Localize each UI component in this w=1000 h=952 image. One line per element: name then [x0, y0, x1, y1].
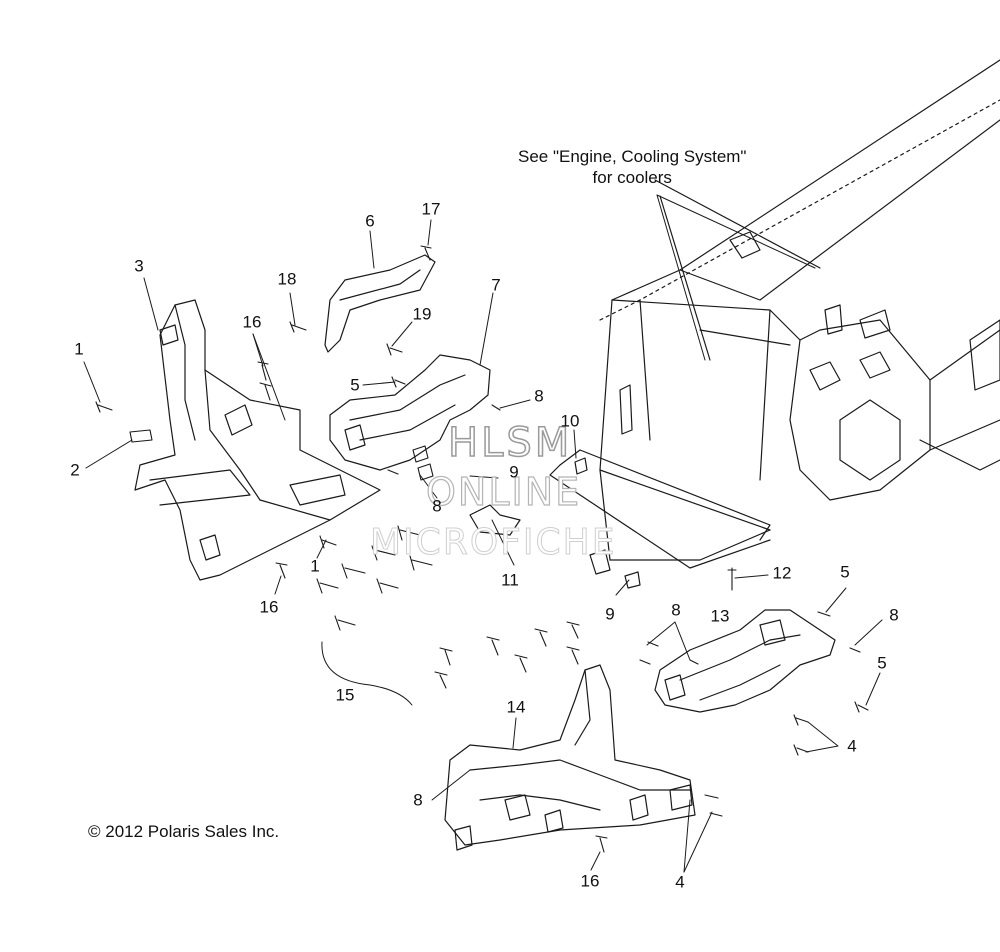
mount-part-11 [469, 457, 641, 589]
callout-4: 4 [675, 872, 685, 892]
callout-3: 3 [134, 256, 144, 276]
note-line-2: for coolers [592, 168, 672, 187]
callout-5: 5 [840, 562, 850, 582]
callout-16: 16 [259, 597, 279, 617]
copyright-text: © 2012 Polaris Sales Inc. [88, 822, 280, 841]
callout-6: 6 [365, 211, 375, 231]
note-line-1: See "Engine, Cooling System" [518, 147, 747, 166]
fasteners [95, 245, 869, 853]
callout-15: 15 [335, 685, 355, 705]
callout-5: 5 [877, 653, 887, 673]
watermark-line-2: ONLINE [425, 469, 582, 514]
callout-1: 1 [310, 556, 320, 576]
cooler-reference-note: See "Engine, Cooling System" for coolers [518, 146, 746, 188]
callout-18: 18 [277, 269, 297, 289]
callout-10: 10 [560, 411, 580, 431]
callout-14: 14 [506, 697, 526, 717]
callout-16: 16 [242, 312, 262, 332]
callout-8: 8 [413, 790, 423, 810]
watermark-line-3: MICROFICHE [369, 522, 617, 564]
bracket-part-13 [654, 609, 836, 713]
callout-9: 9 [509, 462, 519, 482]
callout-8: 8 [889, 605, 899, 625]
callout-4: 4 [847, 736, 857, 756]
callout-17: 17 [421, 199, 441, 219]
callout-5: 5 [350, 375, 360, 395]
chassis-tunnel [549, 59, 1000, 569]
callout-8: 8 [432, 496, 442, 516]
bracket-part-14 [444, 664, 696, 851]
callout-9: 9 [605, 604, 615, 624]
callout-19: 19 [412, 304, 432, 324]
callout-11: 11 [501, 570, 519, 590]
callout-2: 2 [70, 460, 80, 480]
callout-7: 7 [491, 275, 501, 295]
bracket-part-7 [329, 354, 491, 471]
callout-8: 8 [671, 600, 681, 620]
left-bulkhead-part-3 [134, 299, 381, 581]
callout-12: 12 [772, 563, 792, 583]
callout-13: 13 [710, 606, 730, 626]
bracket-part-6 [324, 254, 436, 353]
leader-lines [83, 194, 883, 873]
callout-1: 1 [74, 339, 84, 359]
callout-16: 16 [580, 871, 600, 891]
callout-8: 8 [534, 386, 544, 406]
watermark-line-1: HLSM [447, 419, 573, 467]
